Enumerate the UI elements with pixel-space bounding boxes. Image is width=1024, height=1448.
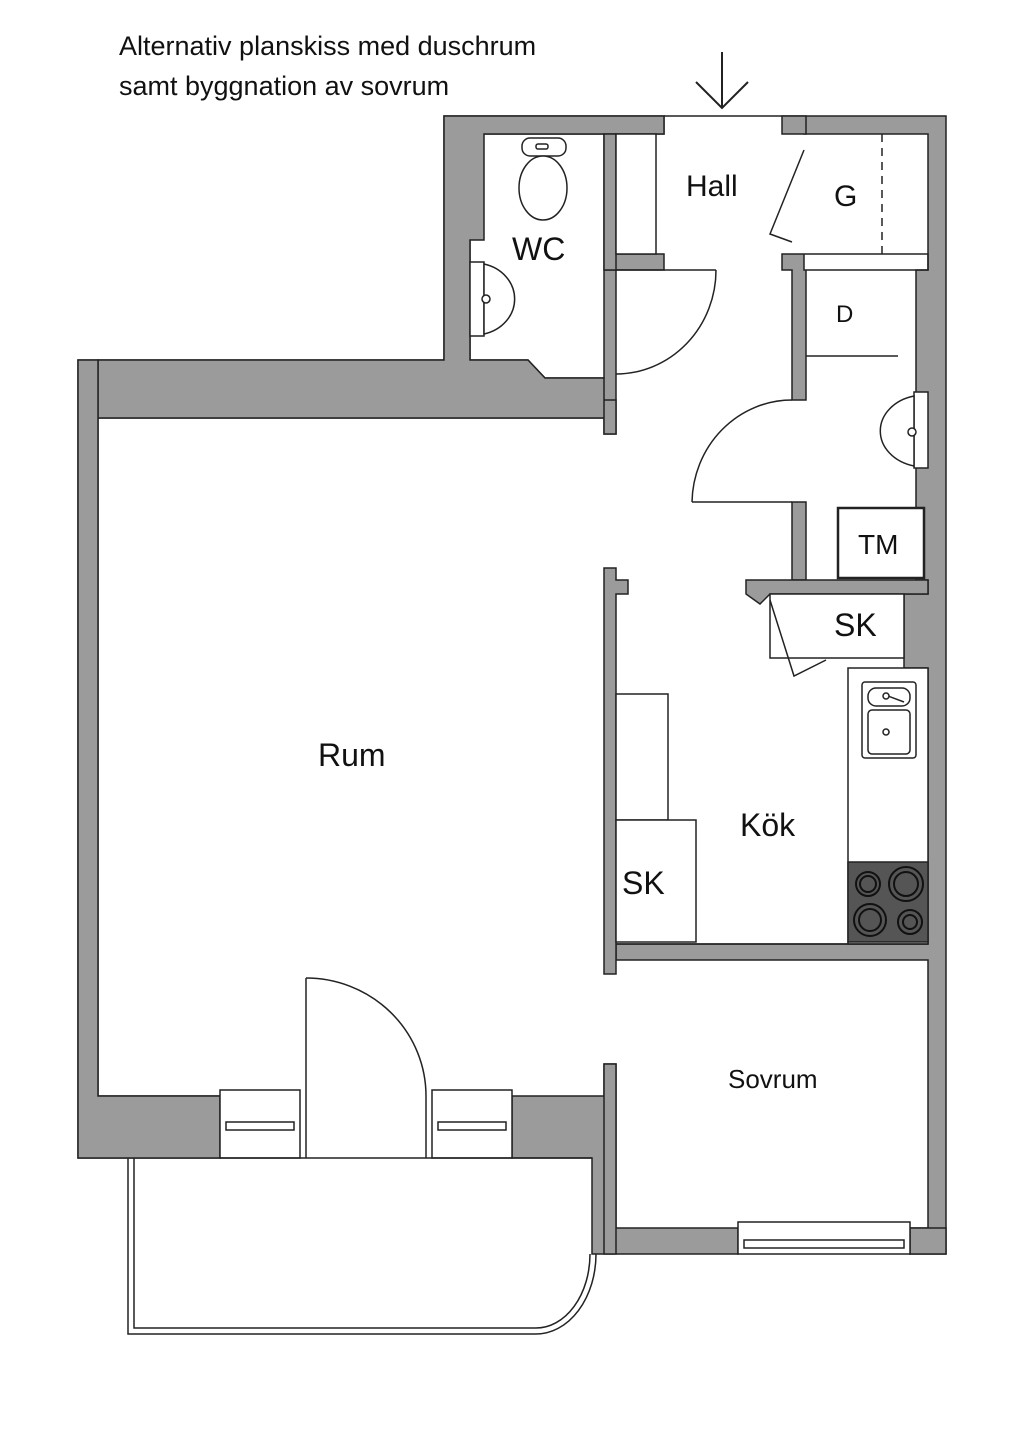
outer-wall [77, 115, 665, 1159]
g-d-divider [781, 253, 929, 401]
sovrum-left-wall [603, 1063, 617, 1255]
balcony-window-right [431, 1089, 513, 1159]
washing-machine [836, 506, 926, 580]
stove-icon [847, 861, 929, 943]
label-dusch: D [836, 301, 853, 328]
label-sk-hall: SK [834, 607, 877, 643]
hall-closet-left [603, 133, 617, 271]
kitchen-sink-icon [861, 681, 917, 759]
kitchen-counter-left [615, 693, 697, 943]
label-sovrum: Sovrum [728, 1064, 818, 1094]
hall-closet-inner [615, 133, 657, 255]
rum-left-wall [77, 359, 221, 1159]
dusch-sink-icon [879, 391, 929, 469]
balcony-window-left [219, 1089, 301, 1159]
label-kok: Kök [740, 807, 796, 843]
plan-title: Alternativ planskiss med duschrum samt b… [119, 26, 536, 106]
title-line-2: samt byggnation av sovrum [119, 71, 450, 101]
sovrum-window [737, 1221, 911, 1255]
balcony-door [305, 977, 427, 1158]
balcony-outline-inner [133, 1158, 591, 1329]
wc-door [615, 269, 717, 375]
wc-wall [97, 115, 665, 435]
label-hall: Hall [686, 170, 738, 203]
label-rum: Rum [318, 737, 386, 773]
sk-hall-box [769, 593, 905, 659]
sovrum-bottom-wall [909, 1227, 947, 1255]
dusch-lower-wall [791, 501, 807, 581]
dusch-door [691, 399, 793, 503]
label-tm: TM [858, 529, 898, 560]
title-line-1: Alternativ planskiss med duschrum [119, 31, 537, 61]
hall-top-right-wall [781, 115, 807, 135]
garderob-door [769, 134, 883, 254]
wc-sink-icon [469, 261, 516, 337]
entrance-arrow-icon [695, 52, 749, 110]
toilet-icon [518, 137, 568, 221]
balcony-outline [127, 1158, 597, 1335]
label-sk-kok: SK [622, 865, 665, 901]
label-wc: WC [512, 231, 565, 267]
label-garderob: G [834, 180, 857, 213]
sk-hall-door [769, 599, 827, 678]
rum-bottom-wall-right [511, 1063, 739, 1255]
